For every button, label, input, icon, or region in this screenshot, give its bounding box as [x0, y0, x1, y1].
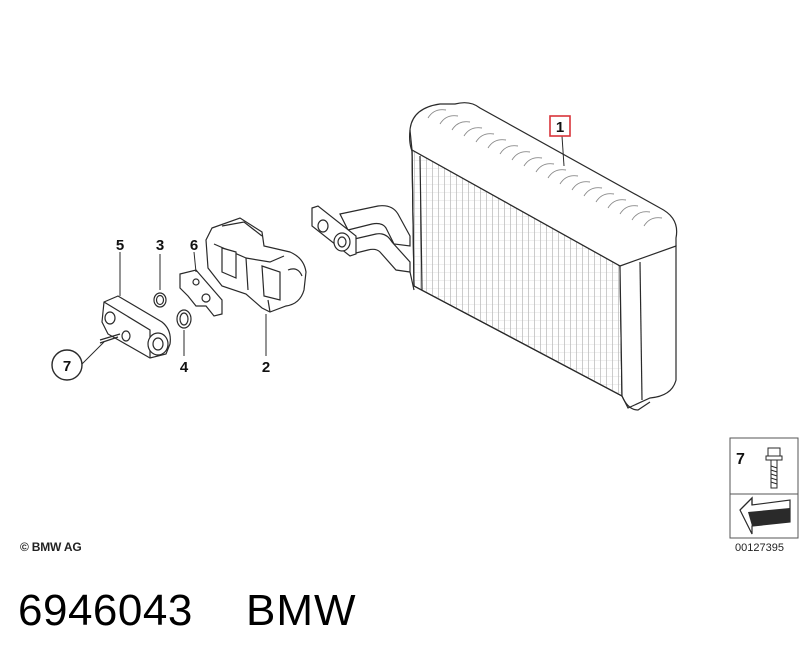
brand-name: BMW	[246, 586, 357, 635]
bolt-icon	[765, 447, 783, 489]
o-ring-small	[153, 292, 167, 308]
refrigerant-pipes	[339, 205, 411, 273]
o-ring-large	[176, 309, 192, 329]
callout-7-circle	[51, 349, 83, 381]
callout-3[interactable]: 3	[156, 237, 164, 254]
callout-4[interactable]: 4	[180, 359, 189, 376]
callout-7[interactable]: 7	[63, 358, 71, 375]
expansion-valve	[99, 295, 171, 359]
legend-item-number: 7	[736, 451, 745, 468]
legend-box: 7	[729, 437, 799, 539]
leader-lines	[81, 135, 565, 365]
callout-6[interactable]: 6	[190, 237, 198, 254]
gasket	[179, 269, 223, 317]
part-number: 6946043	[18, 586, 193, 635]
expansion-valve-housing	[205, 217, 307, 313]
copyright-notice: © BMW AG	[20, 540, 82, 554]
pipe-flange	[311, 205, 357, 257]
arrow-icon	[739, 496, 791, 535]
callout-5[interactable]: 5	[116, 237, 124, 254]
callout-1-highlight	[549, 115, 571, 137]
callout-1[interactable]: 1	[556, 119, 564, 136]
evaporator-core	[409, 102, 678, 411]
callout-2[interactable]: 2	[262, 359, 270, 376]
image-number: 00127395	[735, 542, 784, 554]
